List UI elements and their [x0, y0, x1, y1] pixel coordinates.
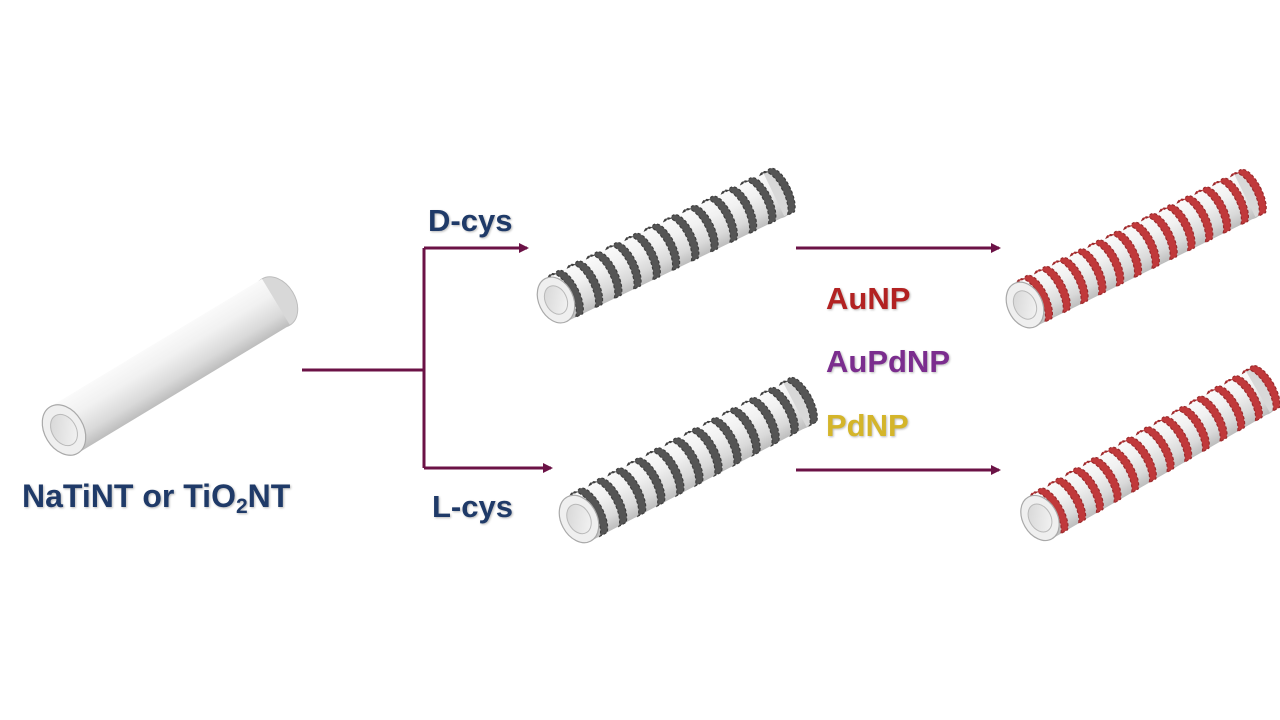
helix-band [626, 457, 666, 508]
cysteine-helix-nanotube-icon [536, 167, 796, 324]
d-cys-nanotube [536, 167, 796, 324]
helix-band [1033, 265, 1071, 315]
d-cys-label: D-cys [428, 203, 513, 238]
start-label-suffix: NT [247, 478, 291, 514]
helix-band [1241, 364, 1280, 413]
helix-band [1158, 204, 1196, 253]
helix-band [1212, 177, 1249, 227]
helix-band [624, 232, 661, 282]
helix-band [1140, 212, 1178, 262]
start-label-prefix: NaTiNT or TiO [22, 478, 236, 514]
nanoparticle-helix-nanotube-icon [1005, 168, 1267, 329]
helix-band [1016, 274, 1054, 324]
helix-band [1171, 405, 1210, 454]
helix-band [1194, 186, 1232, 235]
helix-band [662, 214, 700, 263]
helix-band [588, 477, 628, 528]
helix-band [683, 427, 723, 478]
helix-band [721, 407, 761, 458]
helix-band [739, 177, 777, 226]
au-np-label: AuNP [826, 281, 911, 316]
start-label: NaTiNT or TiO2NT [22, 478, 290, 519]
helix-band [759, 167, 796, 217]
helix-band [1029, 487, 1069, 535]
plain-nanotube [41, 276, 299, 456]
helix-band [759, 386, 799, 437]
cysteine-helix-nanotube-icon [558, 376, 818, 544]
helix-band [1122, 221, 1160, 271]
helix-band [1082, 456, 1122, 505]
start-label-subscript: 2 [235, 495, 248, 518]
helix-band [1229, 168, 1267, 218]
helix-band [643, 223, 681, 273]
helix-band [1065, 467, 1104, 515]
helix-band [1176, 195, 1214, 244]
helix-band [1135, 426, 1175, 474]
helix-band [1069, 248, 1107, 297]
helix-band [1118, 436, 1157, 484]
helix-band [585, 251, 623, 300]
nanoparticle-helix-nanotube-icon [1020, 364, 1280, 542]
helix-band [607, 467, 647, 518]
l-cys-label: L-cys [432, 489, 513, 524]
l-np-nanotube [1020, 364, 1280, 542]
helix-band [740, 397, 780, 447]
helix-band [1051, 257, 1089, 306]
helix-band [547, 269, 584, 319]
helix-band [1105, 230, 1143, 280]
reaction-arrows [302, 243, 1001, 475]
helix-band [1224, 375, 1263, 423]
helix-band [1153, 416, 1193, 464]
helix-band [778, 376, 818, 427]
d-np-nanotube [1005, 168, 1267, 329]
helix-band [682, 204, 719, 254]
helix-band [664, 437, 704, 488]
helix-band [569, 487, 609, 538]
helix-band [1206, 385, 1246, 433]
plain-nanotube-icon [41, 276, 299, 456]
pd-np-label: PdNP [826, 408, 909, 443]
helix-band [645, 447, 685, 498]
l-cys-nanotube [558, 376, 818, 544]
helix-band [566, 260, 604, 310]
helix-band [701, 195, 738, 245]
aupd-np-label: AuPdNP [826, 344, 950, 379]
helix-band [605, 241, 642, 291]
helix-band [702, 417, 742, 468]
helix-band [1087, 239, 1125, 288]
helix-band [1188, 395, 1228, 444]
helix-band [1100, 446, 1140, 495]
helix-band [1047, 477, 1087, 525]
helix-band [720, 186, 758, 235]
